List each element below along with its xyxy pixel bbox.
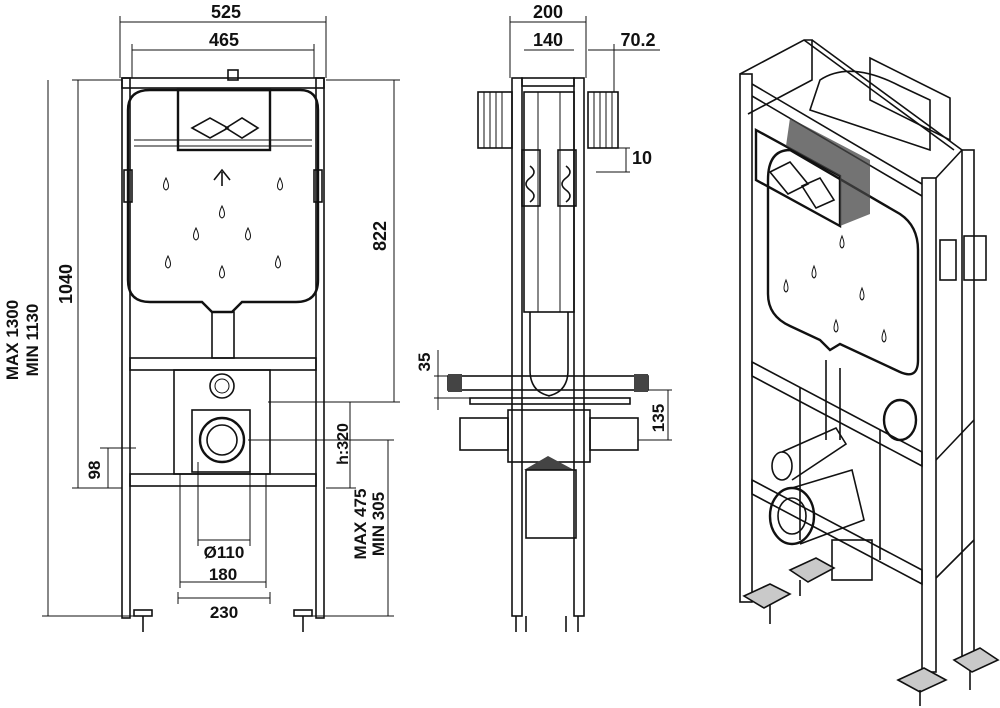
side-left-post xyxy=(511,77,523,617)
front-middle-bar xyxy=(129,357,317,371)
dim-tank-height: 822 xyxy=(370,221,390,251)
dim-frame-width: 465 xyxy=(209,30,239,50)
iso-tank xyxy=(766,148,920,376)
side-tank xyxy=(523,91,575,313)
iso-right-rear-post xyxy=(961,149,975,659)
iso-plate-edge xyxy=(786,118,870,226)
flush-plate xyxy=(176,88,272,152)
iso-water-drop-icons xyxy=(783,234,887,343)
front-view: 525 465 1040 MAX 1300 MIN 1130 822 98 h:… xyxy=(3,2,400,632)
side-right-post xyxy=(573,77,585,617)
bellows-right xyxy=(587,91,619,149)
dim-depth: 200 xyxy=(533,2,563,22)
iso-feet xyxy=(742,557,1000,706)
arrow-up-icon xyxy=(213,168,231,186)
side-waste-left xyxy=(459,417,509,451)
dim-min-height: MIN 1130 xyxy=(23,304,42,377)
isometric-view xyxy=(739,39,1000,706)
dim-overall-width: 525 xyxy=(211,2,241,22)
iso-top-cover xyxy=(869,56,951,142)
dim-180: 180 xyxy=(209,565,237,584)
dim-70-2: 70.2 xyxy=(620,30,655,50)
dim-230: 230 xyxy=(210,603,238,622)
iso-middle-bar xyxy=(751,360,923,468)
dim-h320: h:320 xyxy=(335,423,352,465)
front-lower-bar xyxy=(129,473,317,487)
iso-inlet-pipe xyxy=(771,451,793,481)
side-feet xyxy=(515,616,579,632)
connection-plate xyxy=(173,369,271,475)
iso-left-post xyxy=(739,73,753,603)
hook-right-icon xyxy=(561,165,571,203)
inlet-pipe-connector xyxy=(209,373,235,399)
dim-pipe-diameter: Ø110 xyxy=(204,543,245,562)
dim-35: 35 xyxy=(415,353,434,372)
iso-right-front-post xyxy=(921,177,937,673)
dim-min-305: MIN 305 xyxy=(369,492,388,556)
dim-height: 1040 xyxy=(56,264,76,304)
flush-pipe xyxy=(211,311,235,359)
water-drop-icons xyxy=(163,176,283,279)
dim-135: 135 xyxy=(649,404,668,432)
flush-button-left-icon xyxy=(190,117,230,139)
dim-10: 10 xyxy=(632,148,652,168)
dim-98: 98 xyxy=(85,461,104,480)
waste-pipe-connector xyxy=(198,416,246,464)
front-feet xyxy=(133,609,313,632)
side-inlet-rod xyxy=(447,375,649,391)
side-drain-box xyxy=(525,469,577,539)
hook-left-icon xyxy=(525,165,535,203)
flush-button-right-icon xyxy=(224,117,260,139)
bellows-left xyxy=(477,91,513,149)
side-waste-right xyxy=(589,417,639,451)
dim-max-height: MAX 1300 xyxy=(3,300,22,380)
front-top-knob xyxy=(227,69,239,81)
side-view: 200 140 70.2 10 35 135 xyxy=(415,2,672,632)
dim-max-475: MAX 475 xyxy=(351,489,370,560)
dim-140: 140 xyxy=(533,30,563,50)
cistern-tank xyxy=(126,88,320,314)
front-top-bar xyxy=(121,77,325,89)
